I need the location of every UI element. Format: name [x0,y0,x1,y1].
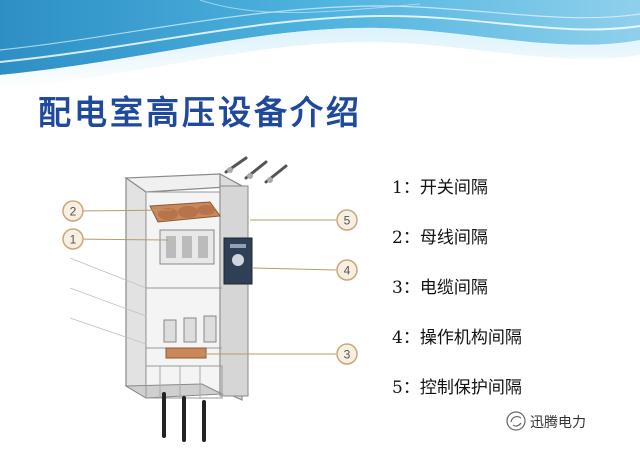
callout-2-label: 2 [70,205,77,219]
legend-num: 1： [392,178,420,198]
legend-num: 5： [392,378,420,398]
legend-label: 开关间隔 [419,178,488,198]
legend-label: 母线间隔 [419,228,488,248]
legend-item-4: 4：操作机构间隔 [392,326,522,376]
callout-3: 3 [336,343,358,365]
callout-1-label: 1 [70,233,77,247]
callout-2: 2 [62,200,84,222]
legend-num: 4： [392,328,420,348]
callout-4-label: 4 [344,264,351,278]
callout-5-label: 5 [344,214,351,228]
compartment-legend: 1：开关间隔 2：母线间隔 3：电缆间隔 4：操作机构间隔 5：控制保护间隔 [392,176,522,426]
legend-item-1: 1：开关间隔 [392,176,522,226]
legend-label: 操作机构间隔 [419,328,522,348]
brand-watermark: 迅腾电力 [530,415,586,431]
wechat-brand-icon [506,411,526,431]
busbar-terminals [224,156,288,184]
header-wave-decoration [0,0,640,90]
callout-3-label: 3 [344,348,351,362]
legend-item-5: 5：控制保护间隔 [392,376,522,426]
switchgear-cabinet-illustration [69,156,337,442]
legend-item-2: 2：母线间隔 [392,226,522,276]
legend-label: 控制保护间隔 [419,378,522,398]
slide-title: 配电室高压设备介绍 [38,93,362,132]
legend-item-3: 3：电缆间隔 [392,276,522,326]
callout-4: 4 [336,259,358,281]
legend-num: 3： [392,278,420,298]
legend-num: 2： [392,228,420,248]
callout-5: 5 [336,209,358,231]
callout-1: 1 [62,228,84,250]
legend-label: 电缆间隔 [419,278,488,298]
